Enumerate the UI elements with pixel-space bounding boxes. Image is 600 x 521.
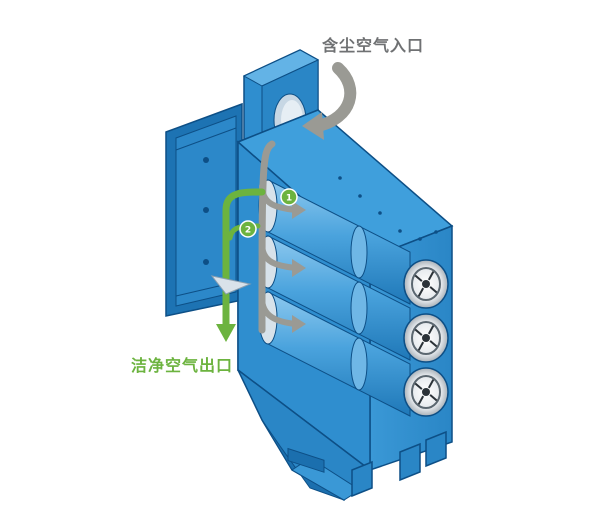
branch-arrow-3 <box>259 295 299 327</box>
cartridge-seam <box>350 225 368 279</box>
inlet-arrow-head <box>302 112 324 140</box>
step-badge-1: 1 <box>280 188 298 206</box>
inlet-arrow <box>312 62 357 132</box>
cartridge-seam <box>350 337 368 391</box>
end-cap-spoke <box>417 341 425 351</box>
step-badge-1-text: 1 <box>286 194 292 204</box>
end-cap-hub <box>422 334 430 342</box>
end-cap-spoke <box>414 328 423 336</box>
end-cap-spoke <box>414 382 423 390</box>
step-badge-2-text: 2 <box>245 226 251 236</box>
downflow-arrow <box>258 140 276 334</box>
step-badge-2: 2 <box>239 220 257 238</box>
end-cap-spoke <box>417 287 425 297</box>
end-cap-spoke <box>427 379 435 389</box>
end-cap-ring <box>411 321 441 355</box>
baffle-plate <box>210 275 252 295</box>
end-cap-spoke <box>427 271 435 281</box>
end-cap-hub <box>422 280 430 288</box>
dust-air-inlet-label: 含尘空气入口 <box>322 36 425 55</box>
end-cap-spoke <box>417 395 425 405</box>
support-legs <box>351 430 447 498</box>
clean-arrow-head <box>216 324 236 342</box>
cartridge-seam <box>350 281 368 335</box>
hopper <box>237 369 372 501</box>
cartridge-end-caps <box>403 259 449 417</box>
end-cap-spoke <box>429 286 438 294</box>
side-access-panel <box>165 102 243 317</box>
end-cap-spoke <box>429 394 438 402</box>
end-cap-hub <box>422 388 430 396</box>
clean-air-outlet-label: 洁净空气出口 <box>131 356 234 375</box>
dirty-air-flow <box>258 62 357 334</box>
end-cap-ring <box>411 267 441 301</box>
branch-arrow-2 <box>259 241 299 271</box>
end-cap-spoke <box>414 274 423 282</box>
end-cap-spoke <box>429 340 438 348</box>
end-cap-spoke <box>427 325 435 335</box>
clean-channel <box>222 188 266 330</box>
end-cap-ring <box>411 375 441 409</box>
